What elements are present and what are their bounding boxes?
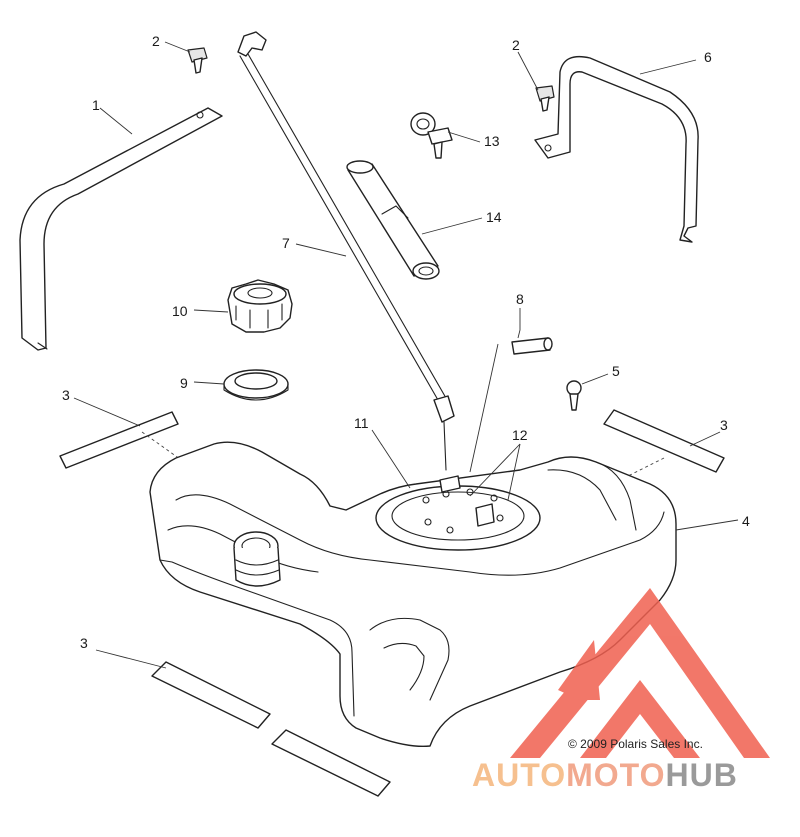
- watermark-brand: AUTOMOTOHUB: [472, 757, 738, 793]
- fuel-tank-part: [149, 441, 677, 748]
- pad-part-upper-right: [603, 409, 725, 473]
- bolt-part-upper-left: [187, 47, 208, 74]
- callout-9: 9: [180, 375, 188, 391]
- callout-10: 10: [172, 303, 188, 319]
- small-tube-part: [511, 337, 553, 355]
- callout-1: 1: [92, 97, 100, 113]
- callout-14: 14: [486, 209, 502, 225]
- brand-moto: MOTO: [566, 757, 665, 793]
- callout-12: 12: [512, 427, 528, 443]
- pad-part-upper-left: [59, 411, 179, 469]
- bracket-right-part: [534, 55, 699, 243]
- callout-8: 8: [516, 291, 524, 307]
- gasket-part: [223, 369, 289, 401]
- callout-2-upper-right: 2: [512, 37, 520, 53]
- bolt-part-upper-right: [535, 85, 555, 112]
- copyright-text: © 2009 Polaris Sales Inc.: [568, 737, 703, 751]
- callout-11: 11: [354, 415, 369, 431]
- clip-part: [410, 112, 453, 159]
- vent-line-part: [237, 31, 455, 471]
- fitting-part: [566, 380, 582, 411]
- strap-left-part: [19, 107, 223, 351]
- watermark-logo: [510, 588, 770, 758]
- callout-3-upper-right: 3: [720, 417, 728, 433]
- callout-3-upper-left: 3: [62, 387, 70, 403]
- callout-6: 6: [704, 49, 712, 65]
- callout-13: 13: [484, 133, 500, 149]
- pad-part-lower-1: [151, 661, 271, 729]
- callout-2-upper-left: 2: [152, 33, 160, 49]
- brand-hub: HUB: [665, 757, 737, 793]
- hose-sleeve-part: [346, 160, 440, 280]
- brand-auto: AUTO: [472, 757, 566, 793]
- callout-3-lower: 3: [80, 635, 88, 651]
- fuel-cap-part: [227, 279, 293, 333]
- callout-5: 5: [612, 363, 620, 379]
- callout-7: 7: [282, 235, 290, 251]
- pad-part-lower-2: [271, 729, 391, 797]
- callout-4: 4: [742, 513, 750, 529]
